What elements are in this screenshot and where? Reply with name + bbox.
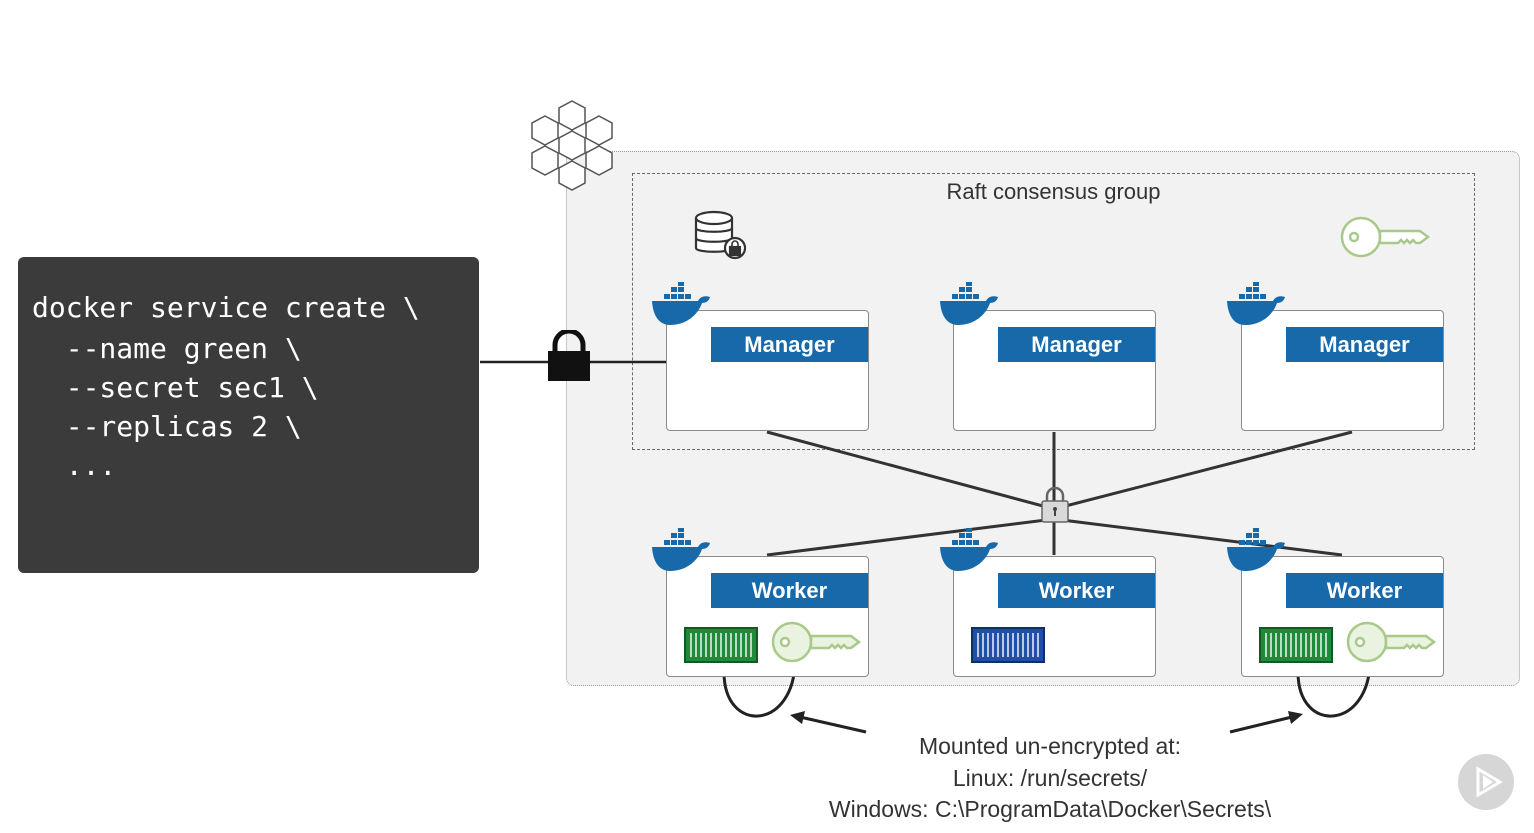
docker-whale-icon — [1227, 282, 1285, 325]
key-icon — [1346, 621, 1437, 663]
command-line-4: --replicas 2 \ — [32, 410, 302, 443]
container-icon — [1259, 627, 1333, 663]
key-icon — [771, 621, 862, 663]
encrypted-database-icon — [694, 210, 747, 260]
manager-label: Manager — [711, 327, 868, 362]
docker-whale-icon — [940, 528, 998, 571]
command-line-2: --name green \ — [32, 332, 302, 365]
play-logo-icon — [1458, 754, 1514, 810]
docker-whale-icon — [652, 282, 710, 325]
docker-whale-icon — [652, 528, 710, 571]
container-icon — [971, 627, 1045, 663]
padlock-icon — [548, 330, 590, 381]
worker-node-2: Worker — [953, 556, 1156, 677]
terminal-window: docker service create \ --name green \ -… — [18, 257, 479, 573]
command-line-3: --secret sec1 \ — [32, 371, 319, 404]
container-icon — [684, 627, 758, 663]
worker-node-3: Worker — [1241, 556, 1444, 677]
worker-label: Worker — [711, 573, 868, 608]
worker-node-1: Worker — [666, 556, 869, 677]
manager-node-1: Manager — [666, 310, 869, 431]
command-line-1: docker service create \ — [32, 291, 420, 324]
manager-label: Manager — [1286, 327, 1443, 362]
caption-line-3: Windows: C:\ProgramData\Docker\Secrets\ — [828, 796, 1272, 822]
raft-group-label: Raft consensus group — [946, 179, 1161, 204]
docker-whale-icon — [940, 282, 998, 325]
swarm-hexagon-icon — [531, 100, 613, 191]
command-line-5: ... — [32, 449, 117, 482]
manager-node-2: Manager — [953, 310, 1156, 431]
docker-whale-icon — [1227, 528, 1285, 571]
padlock-icon — [1041, 486, 1069, 523]
caption-line-1: Mounted un-encrypted at: — [918, 733, 1182, 759]
manager-node-3: Manager — [1241, 310, 1444, 431]
caption-line-2: Linux: /run/secrets/ — [952, 765, 1148, 791]
key-icon — [1340, 216, 1431, 258]
worker-label: Worker — [1286, 573, 1443, 608]
worker-label: Worker — [998, 573, 1155, 608]
manager-label: Manager — [998, 327, 1155, 362]
